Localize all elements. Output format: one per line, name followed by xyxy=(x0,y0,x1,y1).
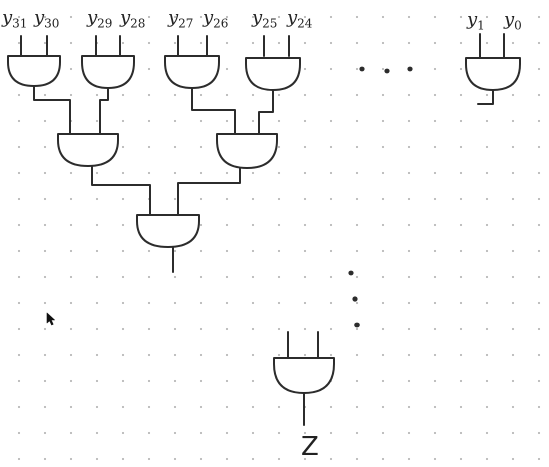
and-gate-y25-y24 xyxy=(245,57,301,91)
input-wires xyxy=(20,33,505,59)
final-input-wires xyxy=(287,331,319,359)
input-label-y25: y25 xyxy=(252,7,278,31)
output-label-z: Z xyxy=(301,432,319,462)
and-gate-level3 xyxy=(136,214,200,248)
level2-wires xyxy=(91,165,241,216)
and-gate-y29-y28 xyxy=(81,55,135,89)
and-gate-level2-right xyxy=(216,133,278,169)
input-label-y29: y29 xyxy=(87,7,113,31)
input-label-y24: y24 xyxy=(287,7,313,31)
input-label-y26: y26 xyxy=(203,7,229,31)
input-label-y27: y27 xyxy=(168,7,194,31)
horizontal-ellipsis-dots xyxy=(359,66,413,74)
vertical-ellipsis-dots xyxy=(348,270,360,328)
input-label-y0: y0 xyxy=(504,9,522,33)
and-gate-level2-left xyxy=(57,133,119,167)
and-gate-y1-y0 xyxy=(465,57,521,91)
input-label-y28: y28 xyxy=(120,7,146,31)
input-label-y30: y30 xyxy=(34,7,60,31)
input-label-y1: y1 xyxy=(467,9,485,33)
mouse-pointer-icon xyxy=(46,312,55,326)
input-label-y31: y31 xyxy=(2,7,28,31)
and-gate-y27-y26 xyxy=(164,55,220,89)
and-gate-final xyxy=(273,357,335,394)
level1-wires xyxy=(33,85,494,135)
and-gate-y31-y30 xyxy=(7,55,61,87)
